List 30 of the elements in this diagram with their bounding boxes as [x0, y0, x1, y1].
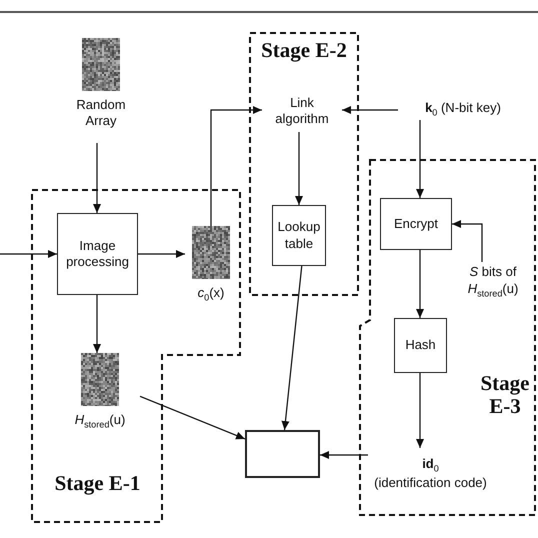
- arrow: [416, 250, 424, 318]
- arrow: [138, 250, 185, 258]
- label-text: c$_{0}$(x): [198, 285, 224, 304]
- arrow: [416, 373, 424, 448]
- arrow: [0, 250, 57, 258]
- stage-title: Stage E-3: [480, 372, 530, 418]
- process-box: Image processing: [57, 213, 138, 295]
- arrow: [295, 132, 303, 205]
- label-text: Random Array: [75, 97, 127, 130]
- process-box: Lookup table: [272, 205, 326, 266]
- label-text: Link algorithm: [274, 94, 330, 128]
- arrow: [93, 143, 101, 213]
- label-text: id$_{0}$: [422, 456, 439, 476]
- label-text: H$_{stored}$(u): [74, 412, 126, 431]
- arrow: [140, 396, 246, 440]
- arrow: [210, 106, 262, 226]
- arrow: [416, 120, 424, 198]
- arrow: [342, 106, 398, 114]
- caption-text: (identification code): [374, 475, 487, 492]
- label-text: S bits of H$_{stored}$(u): [466, 264, 520, 300]
- arrow: [452, 220, 483, 262]
- process-box: Encrypt: [380, 198, 452, 250]
- arrow: [320, 451, 368, 459]
- output-box: [245, 430, 320, 478]
- label-text: k$_{0}$ (N-bit key): [425, 100, 501, 118]
- stage-title: Stage E-1: [54, 472, 142, 496]
- process-box: Hash: [394, 318, 447, 373]
- arrow: [281, 266, 302, 430]
- arrow: [93, 295, 101, 353]
- stage-title: Stage E-2: [260, 39, 348, 62]
